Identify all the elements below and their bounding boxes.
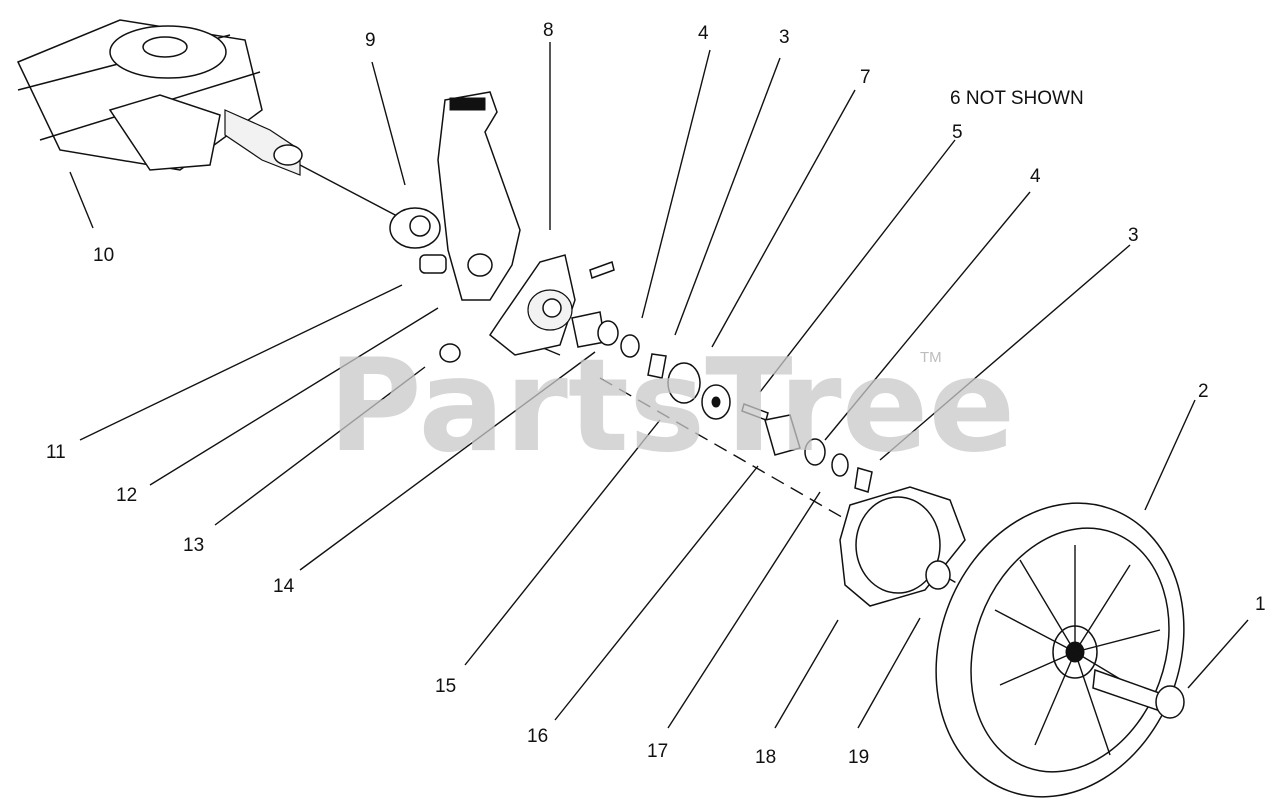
callout-11: 11 <box>46 442 66 463</box>
hub-cup <box>839 486 966 607</box>
watermark-text: PartsTree <box>328 332 1015 481</box>
callout-10: 10 <box>93 245 114 266</box>
washer-stack <box>597 320 873 493</box>
callout-19: 19 <box>848 747 869 768</box>
callout-12: 12 <box>116 485 137 506</box>
small-fasteners <box>419 254 461 363</box>
height-adjuster-bracket <box>488 254 615 356</box>
not-shown-note: 6 NOT SHOWN <box>950 88 1084 109</box>
callout-5: 5 <box>952 122 963 143</box>
callout-9: 9 <box>365 30 376 51</box>
callout-17: 17 <box>647 741 668 762</box>
callout-16: 16 <box>527 726 548 747</box>
callout-14: 14 <box>273 576 295 597</box>
callout-18: 18 <box>755 747 776 768</box>
wheel-part <box>935 502 1185 798</box>
callout-1: 1 <box>1255 594 1266 615</box>
bushing-part <box>389 207 441 249</box>
callout-labels: 9 8 4 3 7 5 4 3 2 1 10 11 12 13 14 15 16… <box>46 20 1266 768</box>
leader-lines <box>69 42 1249 729</box>
callout-4b: 4 <box>1030 166 1041 187</box>
callout-13: 13 <box>183 535 204 556</box>
trademark-mark: TM <box>920 349 942 366</box>
pivot-plate <box>437 91 521 301</box>
transmission-assembly <box>16 19 303 176</box>
callout-4a: 4 <box>698 23 709 44</box>
callout-15: 15 <box>435 676 456 697</box>
callout-3a: 3 <box>779 27 790 48</box>
callout-7: 7 <box>860 67 871 88</box>
callout-8: 8 <box>543 20 554 41</box>
callout-2: 2 <box>1198 381 1209 402</box>
callout-3b: 3 <box>1128 225 1139 246</box>
